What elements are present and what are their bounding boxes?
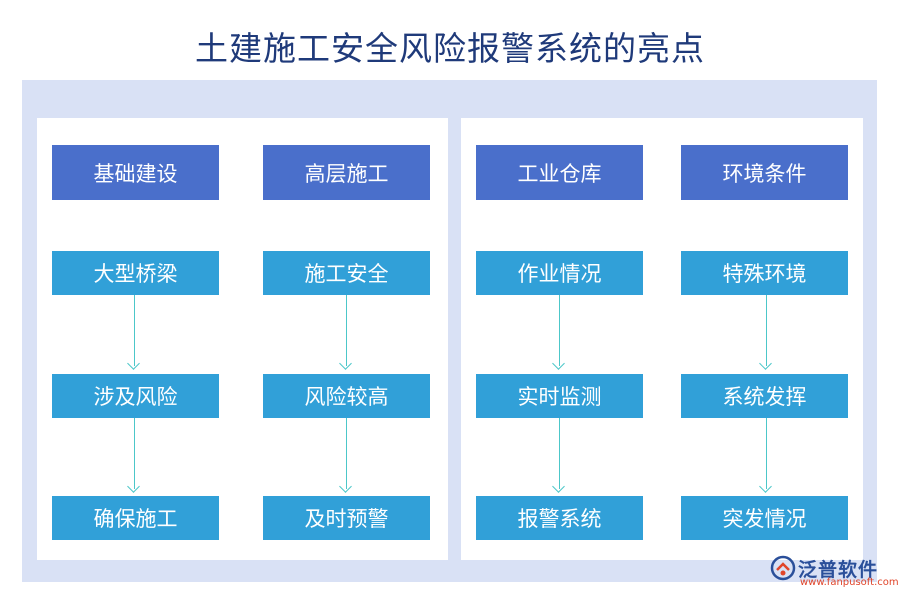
step-4-3: 突发情况: [681, 496, 848, 540]
step-4-1: 特殊环境: [681, 251, 848, 295]
arrow-2-2: [346, 418, 347, 489]
brand-url: www.fanpusoft.com: [800, 577, 899, 588]
column-head-4: 环境条件: [681, 145, 848, 200]
step-2-1: 施工安全: [263, 251, 430, 295]
arrow-3-2: [559, 418, 560, 489]
arrow-2-1: [346, 295, 347, 366]
column-head-3: 工业仓库: [476, 145, 643, 200]
fanpu-logo-icon: [770, 555, 796, 581]
arrow-4-2: [766, 418, 767, 489]
step-1-2: 涉及风险: [52, 374, 219, 418]
step-3-2: 实时监测: [476, 374, 643, 418]
arrow-3-1: [559, 295, 560, 366]
step-1-1: 大型桥梁: [52, 251, 219, 295]
brand-logo: 泛普软件 www.fanpusoft.com: [770, 553, 899, 589]
step-3-1: 作业情况: [476, 251, 643, 295]
column-head-2: 高层施工: [263, 145, 430, 200]
arrow-1-1: [134, 295, 135, 366]
column-head-1: 基础建设: [52, 145, 219, 200]
step-1-3: 确保施工: [52, 496, 219, 540]
arrow-1-2: [134, 418, 135, 489]
arrow-4-1: [766, 295, 767, 366]
step-2-3: 及时预警: [263, 496, 430, 540]
page-title: 土建施工安全风险报警系统的亮点: [195, 29, 705, 68]
step-3-3: 报警系统: [476, 496, 643, 540]
step-2-2: 风险较高: [263, 374, 430, 418]
brand-name: 泛普软件: [798, 559, 879, 581]
step-4-2: 系统发挥: [681, 374, 848, 418]
